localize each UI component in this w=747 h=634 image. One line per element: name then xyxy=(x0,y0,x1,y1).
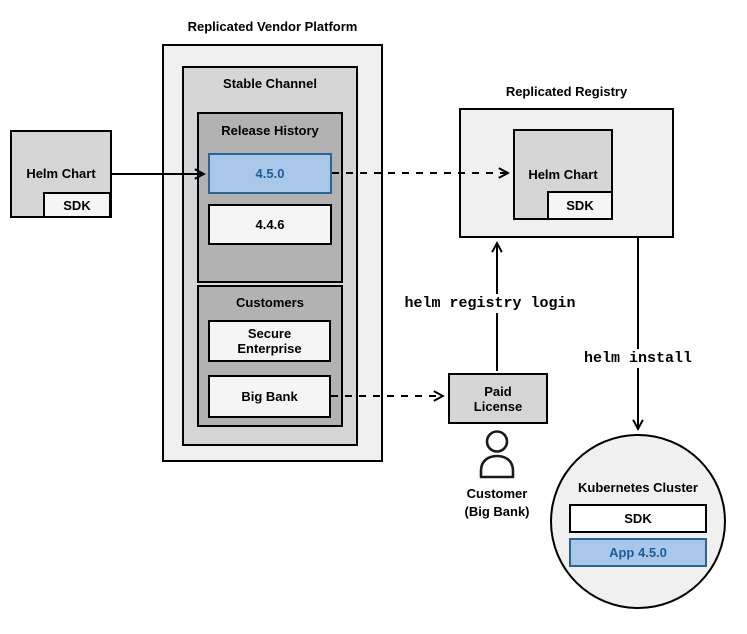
customer-big-bank-box: Big Bank xyxy=(208,375,331,418)
customer-secure-enterprise-label: Secure Enterprise xyxy=(237,326,302,356)
stable-channel-label: Stable Channel xyxy=(223,76,317,91)
registry-helm-chart-label: Helm Chart xyxy=(528,167,598,182)
customer-actor-name: Customer xyxy=(466,486,528,501)
source-sdk-box: SDK xyxy=(43,192,111,218)
cluster-sdk-box: SDK xyxy=(569,504,707,533)
paid-license-box: Paid License xyxy=(448,373,548,424)
release-4-4-6-box: 4.4.6 xyxy=(208,204,332,245)
source-helm-chart-label: Helm Chart xyxy=(26,166,96,181)
helm-registry-login-command: helm registry login xyxy=(399,294,581,313)
release-history-label: Release History xyxy=(221,123,319,138)
cluster-app-box: App 4.5.0 xyxy=(569,538,707,567)
customer-actor-detail: (Big Bank) xyxy=(464,504,530,519)
helm-install-command: helm install xyxy=(578,349,698,368)
paid-license-label: Paid License xyxy=(473,383,523,414)
registry-sdk-box: SDK xyxy=(547,191,613,220)
vendor-platform-title: Replicated Vendor Platform xyxy=(187,19,358,34)
customer-secure-enterprise-box: Secure Enterprise xyxy=(208,320,331,362)
customers-label: Customers xyxy=(236,295,304,310)
release-history-box xyxy=(197,112,343,283)
release-4-5-0-box: 4.5.0 xyxy=(208,153,332,194)
kubernetes-cluster-label: Kubernetes Cluster xyxy=(578,480,698,495)
person-icon xyxy=(479,430,515,479)
registry-title: Replicated Registry xyxy=(505,84,628,99)
customer-actor-label: Customer (Big Bank) xyxy=(437,485,557,521)
